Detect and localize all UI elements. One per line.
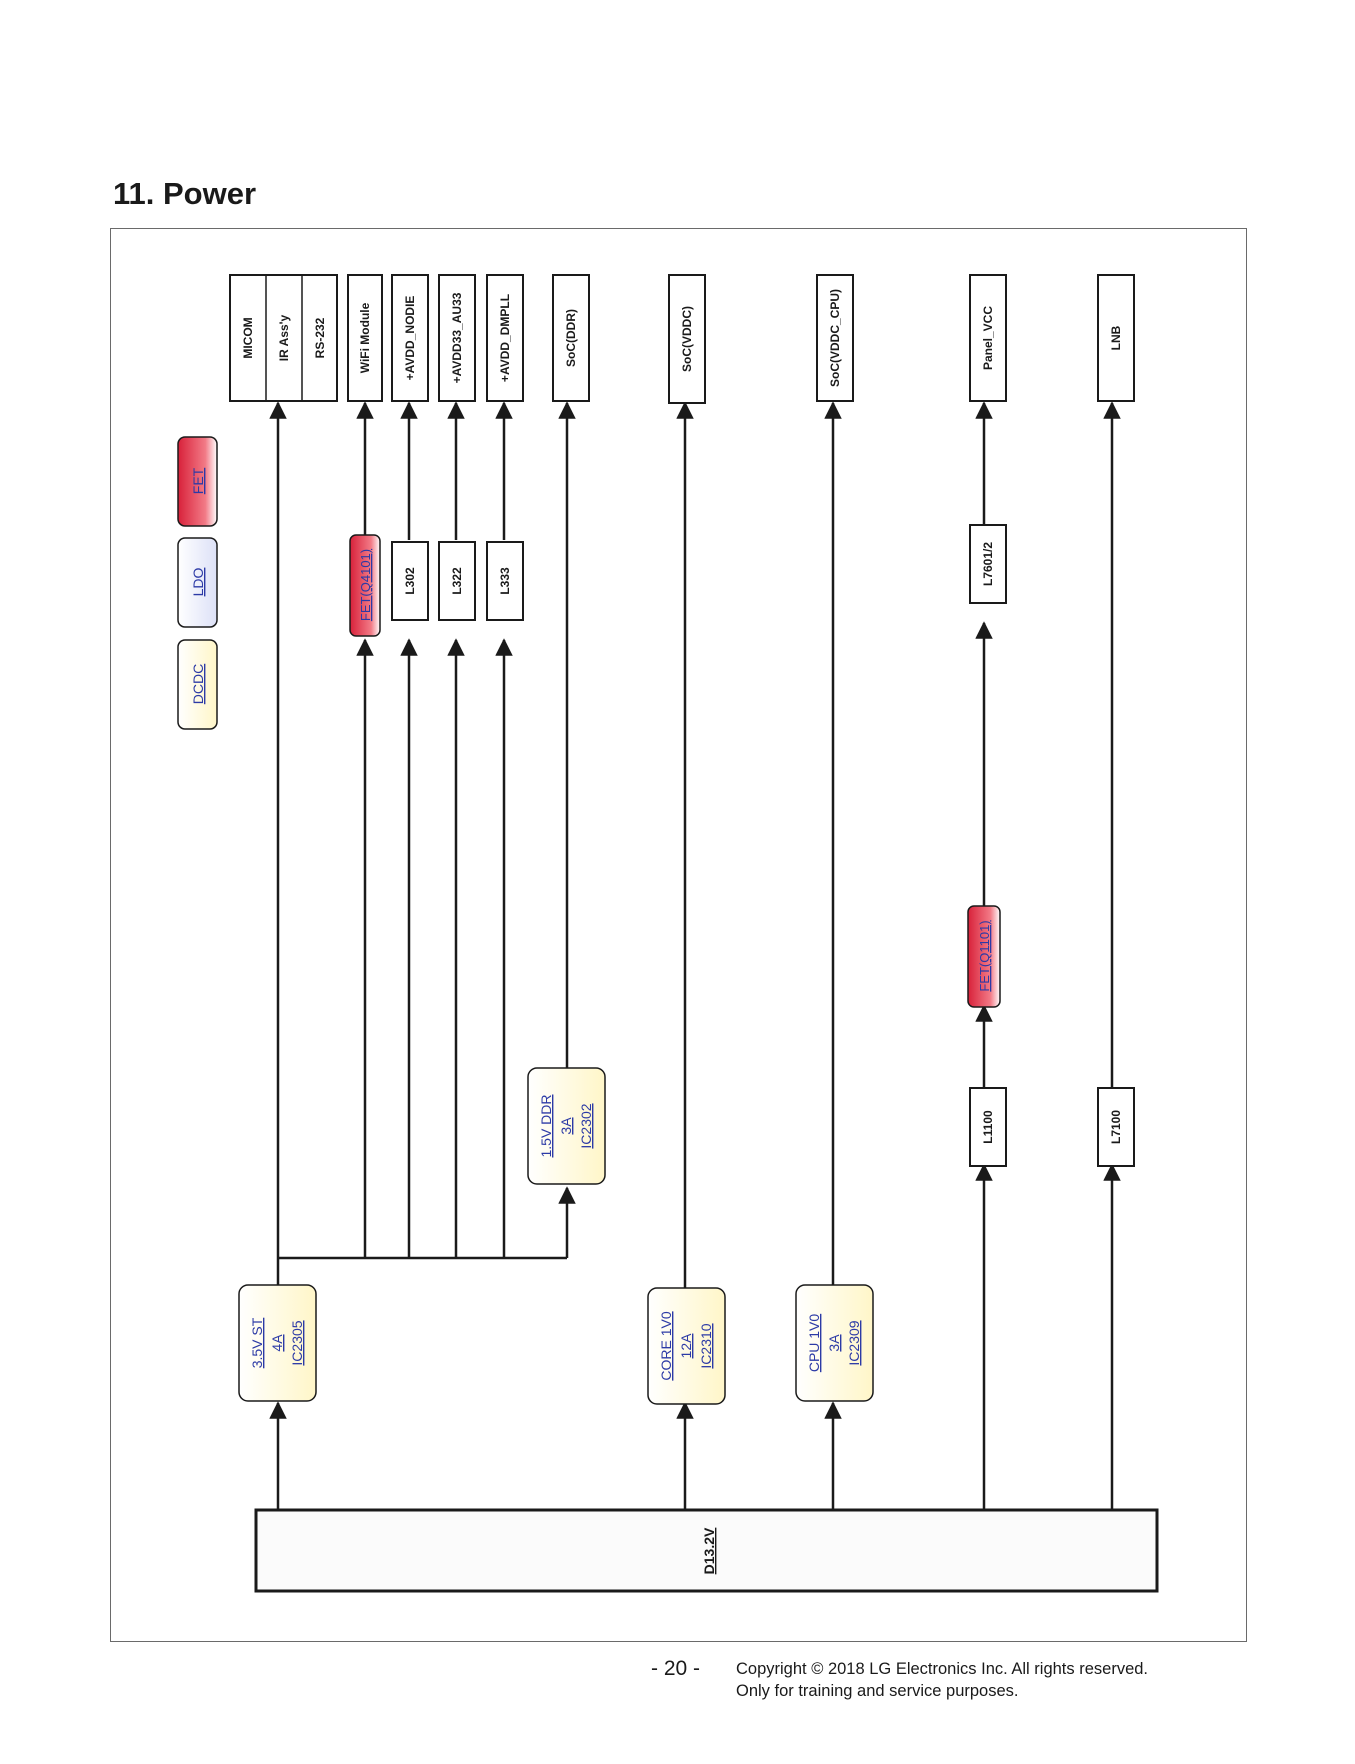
legend: DCDC LDO FET (177, 436, 218, 730)
load-panel-vcc-box (969, 274, 1007, 402)
load-avdd33-au33-box (438, 274, 476, 402)
connection-lines (269, 401, 1121, 1509)
source-rail: D13.2V (254, 1508, 1159, 1593)
legend-fet-label: FET (190, 467, 206, 494)
legend-dcdc-label: DCDC (190, 664, 206, 704)
load-soc-ddr: SoC(DDR) (564, 309, 578, 367)
load-avdd-dmpll: +AVDD_DMPLL (498, 294, 512, 382)
load-avdd33-au33: +AVDD33_AU33 (450, 292, 464, 383)
load-soc-vddc: SoC(VDDC) (680, 306, 694, 372)
load-avdd-dmpll-box (486, 274, 524, 402)
reg-ic2309-name: CPU 1V0 (806, 1314, 822, 1373)
filter-l1100-box (969, 1087, 1007, 1167)
reg-ic2305-ic: IC2305 (289, 1320, 305, 1365)
load-panel-vcc: Panel_VCC (981, 306, 995, 370)
reg-ic2310-current: 12A (678, 1333, 694, 1359)
load-soc-ddr-box (552, 274, 590, 402)
filter-l7601-box (969, 524, 1007, 604)
load-group-micom (229, 274, 338, 402)
load-avdd-nodie-box (391, 274, 429, 402)
load-soc-vddc-cpu: SoC(VDDC_CPU) (828, 289, 842, 387)
filter-l7601: L7601/2 (981, 542, 995, 586)
load-lnb: LNB (1109, 325, 1123, 350)
fet-q4101-box (349, 534, 381, 637)
load-wifi: WiFi Module (358, 302, 372, 373)
filter-l302-box (391, 541, 429, 621)
reg-ic2305-box (238, 1284, 317, 1402)
filter-l7100: L7100 (1109, 1110, 1123, 1144)
reg-ic2310-ic: IC2310 (698, 1323, 714, 1368)
reg-ic2302-ic: IC2302 (578, 1103, 594, 1148)
regulators: 3.5V ST 4A IC2305 1.5V DDR 3A IC2302 COR… (238, 1067, 874, 1405)
legend-fet-box (177, 436, 218, 527)
reg-ic2310-box (647, 1287, 726, 1405)
filters: L302 L322 L333 L7601/2 L1100 L7100 (391, 524, 1135, 1167)
legend-dcdc-box (177, 639, 218, 730)
copyright-notice: Copyright © 2018 LG Electronics Inc. All… (736, 1658, 1148, 1702)
legend-ldo-label: LDO (190, 568, 206, 597)
load-rs232: RS-232 (313, 317, 327, 358)
fet-q1101: FET(Q1101) (977, 920, 992, 991)
reg-ic2309-current: 3A (826, 1334, 842, 1352)
load-avdd-nodie: +AVDD_NODIE (403, 296, 417, 381)
legend-ldo-box (177, 537, 218, 628)
filter-l322: L322 (450, 567, 464, 595)
reg-ic2305-name: 3.5V ST (249, 1317, 265, 1368)
diagram-frame (110, 228, 1247, 1642)
fet-q1101-box (967, 905, 1001, 1008)
reg-ic2302-box (527, 1067, 606, 1185)
load-soc-vddc-cpu-box (816, 274, 854, 402)
filter-l1100: L1100 (981, 1110, 995, 1144)
reg-ic2302-name: 1.5V DDR (538, 1094, 554, 1157)
filter-l333: L333 (498, 567, 512, 595)
d13v-rail-label: D13.2V (701, 1527, 717, 1574)
d13v-rail-box (254, 1508, 1159, 1593)
load-ir-assy: IR Ass'y (277, 314, 291, 361)
filter-l333-box (486, 541, 524, 621)
copyright-line-2: Only for training and service purposes. (736, 1682, 1019, 1700)
loads: MICOM IR Ass'y RS-232 WiFi Module +AVDD_… (229, 274, 1135, 404)
load-lnb-box (1097, 274, 1135, 402)
reg-ic2305-current: 4A (269, 1334, 285, 1352)
reg-ic2309-box (795, 1284, 874, 1402)
fet-switches: FET(Q4101) FET(Q1101) (349, 534, 1001, 1008)
reg-ic2302-current: 3A (558, 1117, 574, 1135)
copyright-line-1: Copyright © 2018 LG Electronics Inc. All… (736, 1660, 1149, 1678)
filter-l7100-box (1097, 1087, 1135, 1167)
page-number: - 20 - (651, 1657, 701, 1680)
reg-ic2310-name: CORE 1V0 (658, 1311, 674, 1380)
reg-ic2309-ic: IC2309 (846, 1320, 862, 1365)
load-wifi-box (347, 274, 383, 402)
filter-l302: L302 (403, 567, 417, 595)
filter-l322-box (438, 541, 476, 621)
load-soc-vddc-box (668, 274, 706, 404)
page-title: 11. Power (113, 176, 257, 211)
load-micom: MICOM (241, 317, 255, 358)
fet-q4101: FET(Q4101) (358, 549, 373, 621)
